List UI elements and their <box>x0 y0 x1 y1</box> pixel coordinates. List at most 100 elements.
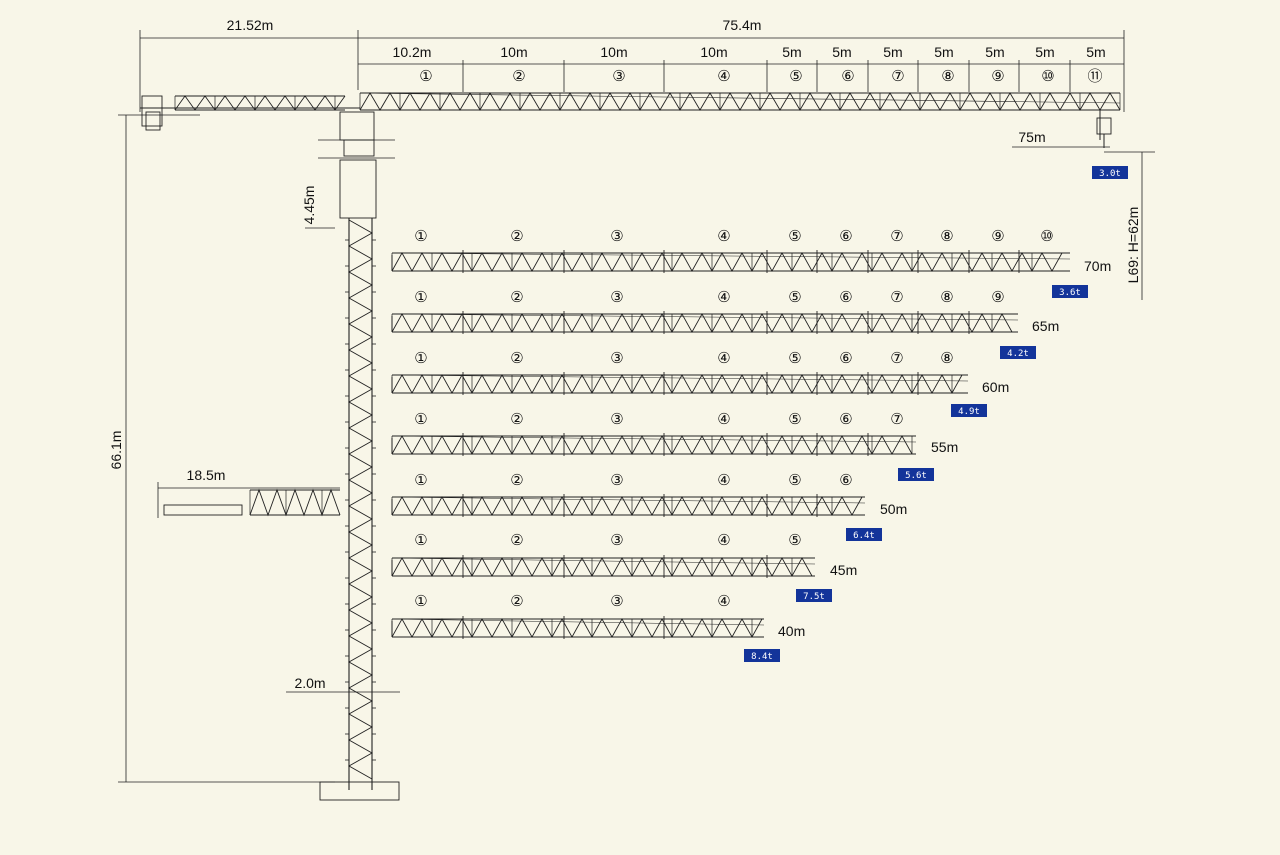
main-jib-web <box>359 92 1121 111</box>
config-jib-slope <box>391 435 917 443</box>
config-load-text: 7.5t <box>803 592 825 602</box>
segment-length-11: 5m <box>1086 44 1105 60</box>
config-circle: ③ <box>610 472 623 489</box>
config-circle: ⑦ <box>890 350 903 367</box>
config-row-55: ① ② ③ ④ ⑤ ⑥ ⑦ 55m 5.6t <box>414 411 958 481</box>
section-number-10: ⑩ <box>1041 68 1054 85</box>
config-circle: ⑥ <box>839 289 852 306</box>
config-radius-label: 65m <box>1032 318 1059 334</box>
config-circle: ⑤ <box>788 472 801 489</box>
section-number-4: ④ <box>717 68 730 85</box>
hook-height-label: L69: H=62m <box>1125 207 1141 284</box>
config-circle: ① <box>414 289 427 306</box>
config-jib-slope <box>391 557 816 565</box>
cab <box>339 111 375 141</box>
config-load-tag <box>796 589 832 602</box>
lower-counter-jib-label: 18.5m <box>187 467 226 483</box>
config-load-text: 4.9t <box>958 407 980 417</box>
section-number-6: ⑥ <box>841 68 854 85</box>
config-load-tag <box>898 468 934 481</box>
mast-width-label: 2.0m <box>294 675 325 691</box>
config-circle: ② <box>510 593 523 610</box>
segment-length-5: 5m <box>782 44 801 60</box>
segment-length-6: 5m <box>832 44 851 60</box>
section-number-2: ② <box>512 68 525 85</box>
structure-lines <box>118 30 1155 801</box>
config-jib-5-web <box>391 557 813 577</box>
config-circle: ⑨ <box>991 289 1004 306</box>
main-jib-slope <box>359 92 1121 104</box>
config-circle: ⑧ <box>940 350 953 367</box>
segment-length-1: 10.2m <box>393 44 432 60</box>
config-circle: ⑦ <box>890 228 903 245</box>
config-circle: ① <box>414 228 427 245</box>
section-number-8: ⑧ <box>941 68 954 85</box>
config-circle: ⑥ <box>839 350 852 367</box>
config-circle: ① <box>414 350 427 367</box>
counterweight-block <box>141 95 163 127</box>
config-circle: ③ <box>610 411 623 428</box>
head-height-label: 4.45m <box>301 186 317 225</box>
config-circle: ⑧ <box>940 228 953 245</box>
config-circle: ③ <box>610 228 623 245</box>
segment-length-4: 10m <box>700 44 727 60</box>
section-number-labels: ① ② ③ ④ ⑤ ⑥ ⑦ ⑧ ⑨ ⑩ ⑪ <box>419 68 1102 85</box>
mast-lacing <box>348 219 373 780</box>
config-circle: ② <box>510 411 523 428</box>
tower-height-label: 66.1m <box>108 431 124 470</box>
config-load-text: 3.6t <box>1059 288 1081 298</box>
config-jib-slope <box>391 374 969 382</box>
config-circle: ⑤ <box>788 532 801 549</box>
config-circle: ⑥ <box>839 228 852 245</box>
segment-length-9: 5m <box>985 44 1004 60</box>
counterweight-block-2 <box>145 111 161 131</box>
config-circle: ② <box>510 289 523 306</box>
config-circle: ⑤ <box>788 228 801 245</box>
config-circle: ③ <box>610 350 623 367</box>
segment-length-3: 10m <box>600 44 627 60</box>
config-circle: ⑦ <box>890 411 903 428</box>
config-row-50: ① ② ③ ④ ⑤ ⑥ 50m 6.4t <box>414 472 907 541</box>
jib-total-length-label: 75.4m <box>723 17 762 33</box>
config-load-text: 4.2t <box>1007 349 1029 359</box>
segment-length-2: 10m <box>500 44 527 60</box>
section-number-7: ⑦ <box>891 68 904 85</box>
config-circle: ① <box>414 593 427 610</box>
config-jib-slope <box>391 618 765 626</box>
config-jib-2-web <box>391 374 963 394</box>
config-row-40: ① ② ③ ④ 40m 8.4t <box>414 593 805 662</box>
section-number-5: ⑤ <box>789 68 802 85</box>
config-circle: ⑤ <box>788 289 801 306</box>
config-load-tag <box>951 404 987 417</box>
config-radius-label: 45m <box>830 562 857 578</box>
section-number-1: ① <box>419 68 432 85</box>
lower-counter-jib-web <box>249 488 341 517</box>
config-circle: ⑦ <box>890 289 903 306</box>
config-circle: ④ <box>717 228 730 245</box>
lower-counterweight <box>163 504 243 516</box>
main-jib-radius-label: 75m <box>1018 129 1045 145</box>
config-radius-label: 40m <box>778 623 805 639</box>
config-circle: ② <box>510 228 523 245</box>
config-circle: ① <box>414 532 427 549</box>
config-circle: ⑥ <box>839 411 852 428</box>
config-radius-label: 70m <box>1084 258 1111 274</box>
config-jib-1-web <box>391 313 1013 333</box>
mast-foundation <box>319 781 400 801</box>
config-row-70: ① ② ③ ④ ⑤ ⑥ ⑦ ⑧ ⑨ ⑩ 70m 3.6t <box>414 228 1111 298</box>
config-circle: ② <box>510 350 523 367</box>
config-circle: ⑨ <box>991 228 1004 245</box>
counter-jib-length-label: 21.52m <box>227 17 274 33</box>
config-jib-slope <box>391 252 1071 260</box>
config-circle: ④ <box>717 350 730 367</box>
config-circle: ④ <box>717 593 730 610</box>
config-load-text: 6.4t <box>853 531 875 541</box>
segment-length-labels: 10.2m 10m 10m 10m 5m 5m 5m 5m 5m 5m 5m <box>393 44 1106 60</box>
slewing-ring <box>343 139 375 157</box>
config-jib-slope <box>391 313 1019 321</box>
trolley-block <box>1096 117 1112 135</box>
config-circle: ⑤ <box>788 350 801 367</box>
config-circle: ⑧ <box>940 289 953 306</box>
config-jib-6-web <box>391 618 763 638</box>
